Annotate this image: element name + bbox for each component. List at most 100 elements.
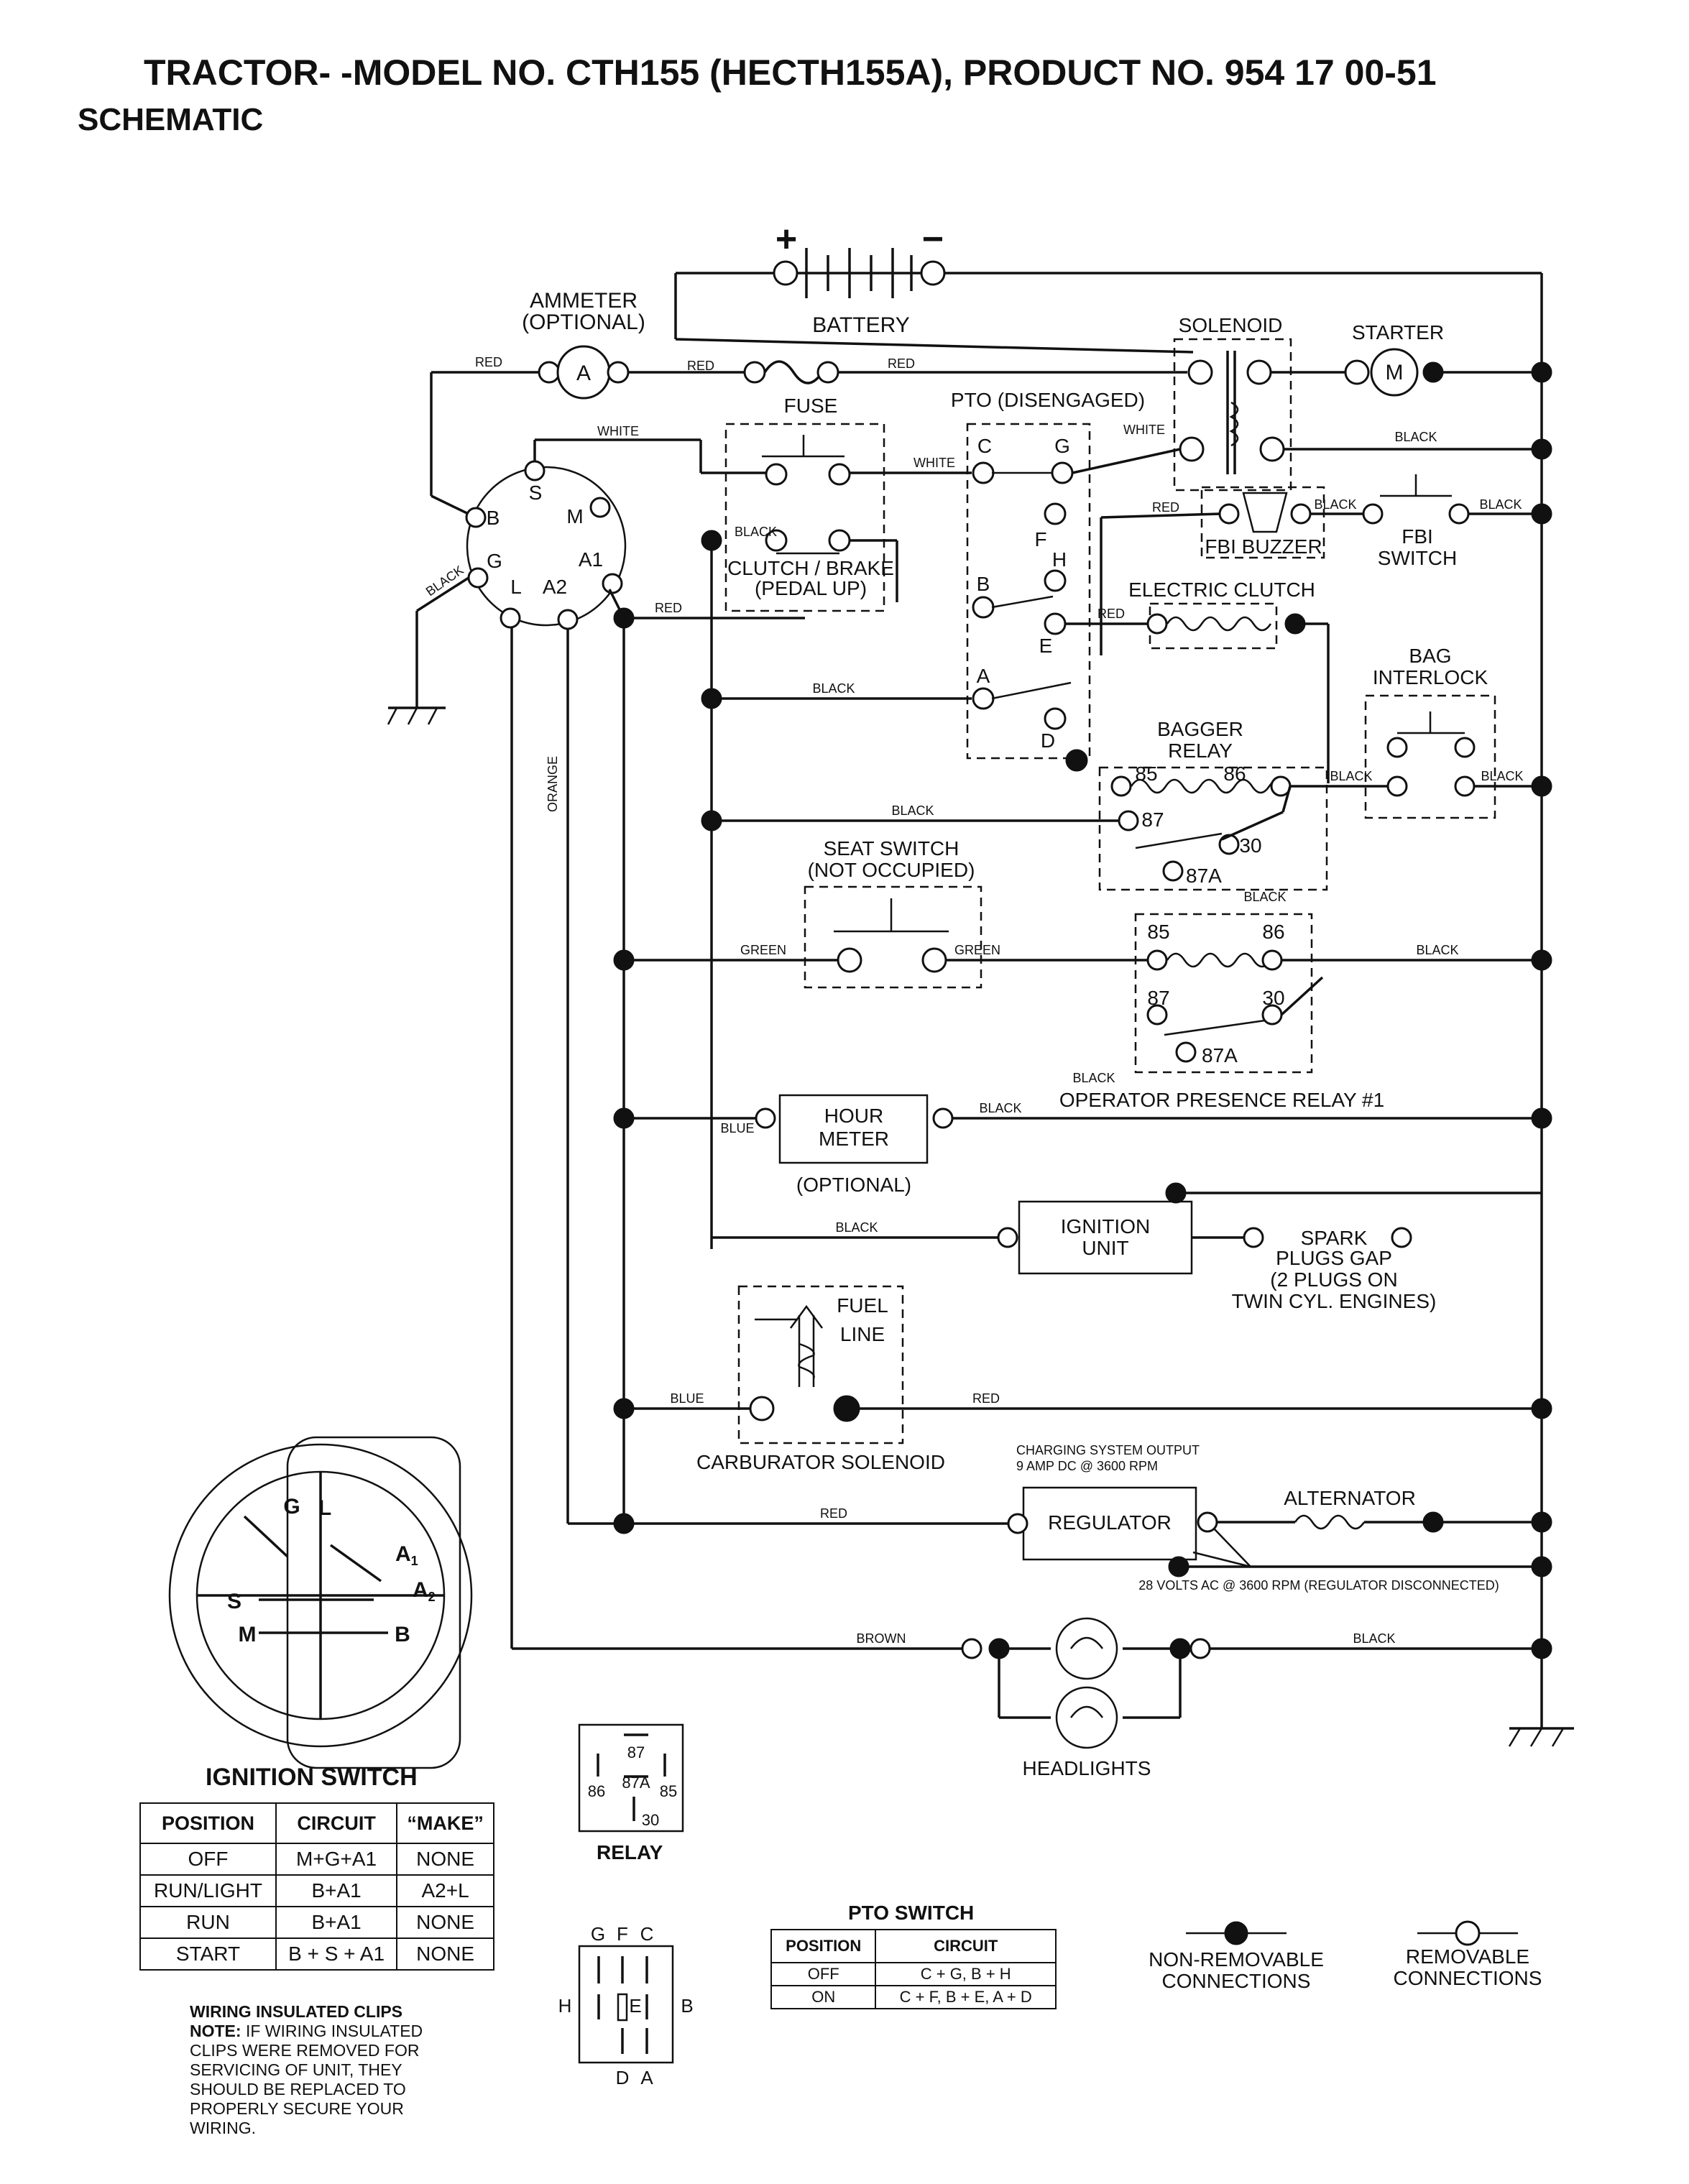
ignition-unit-label: IGNITION [1061,1215,1150,1238]
terminal-s: S [529,482,543,504]
legend-nonremovable-sub: CONNECTIONS [1162,1970,1311,1992]
table-cell: NONE [396,1906,494,1939]
table-cell: NONE [396,1843,494,1876]
carb-solenoid-label: CARBURATOR SOLENOID [696,1451,945,1473]
spark-label-1: SPARK [1301,1227,1368,1249]
table-row: ON C + F, B + E, A + D [770,1985,1057,2009]
wire-label-red-bus: RED [655,601,682,615]
wire-label-red-fbi: RED [1152,500,1179,515]
wire-label-black-fbi2: BLACK [1479,497,1522,512]
legend-removable: REMOVABLE [1406,1945,1529,1968]
battery-plus-label: + [776,218,797,260]
table-row: RUN B+A1 NONE [139,1906,494,1939]
opr-relay-label: OPERATOR PRESENCE RELAY #1 [1059,1089,1384,1111]
wire-label-white-2: WHITE [913,456,955,470]
wire-label-black-bi2: BLACK [1481,769,1523,783]
bagger-relay-sub-label: RELAY [1168,739,1233,762]
wire-label-black-a: BLACK [812,681,855,696]
table-cell: OFF [139,1843,277,1876]
bag-interlock: BAG INTERLOCK [1364,645,1496,819]
fbi-switch-sub-label: SWITCH [1378,547,1457,569]
pto-terminal-a: A [977,665,990,687]
opr-relay-85: 85 [1147,921,1169,943]
clip-note-heading: WIRING INSULATED CLIPS [190,2002,403,2021]
fuse-label: FUSE [784,395,838,417]
bagger-relay: 85 86 87 30 87A BAGGER RELAY [1098,718,1328,891]
ignition-switch-table: POSITION CIRCUIT “MAKE” OFF M+G+A1 NONE … [139,1802,494,1971]
table-header: POSITION [770,1929,877,1963]
table-cell: RUN/LIGHT [139,1874,277,1907]
table-header: “MAKE” [396,1802,494,1844]
wire-label-white-1: WHITE [597,424,639,438]
clip-note-line: SHOULD BE REPLACED TO [190,2080,406,2098]
wire-label-orange: ORANGE [546,756,560,812]
starter: M STARTER [1271,321,1552,397]
pto-terminal-c: C [977,435,992,457]
legend-removable-sub: CONNECTIONS [1394,1967,1542,1989]
relay-title: RELAY [597,1841,663,1863]
ammeter-label: AMMETER [530,289,638,313]
face-g: G [283,1495,300,1519]
seat-switch-sub-label: (NOT OCCUPIED) [808,859,975,881]
clutch-brake-switch: CLUTCH / BRAKE (PEDAL UP) BLACK [724,423,894,612]
ignition-switch-face: G L A1 A2 S M B [168,1436,473,1769]
alternator: ALTERNATOR [1217,1487,1444,1533]
wire-label-black-bi: BLACK [1330,769,1372,783]
pto-terminal-e: E [1039,635,1053,657]
table-header: POSITION [139,1802,277,1844]
pto-pin-h: H [558,1995,572,2017]
wiring-clip-note: WIRING INSULATED CLIPS NOTE: IF WIRING I… [190,2002,492,2138]
terminal-m: M [566,505,583,527]
pto-pinout: G F C H E B D A [558,1923,694,2088]
charging-label-1: CHARGING SYSTEM OUTPUT [1016,1443,1200,1457]
face-s: S [227,1590,241,1613]
regulator-label: REGULATOR [1048,1511,1172,1534]
bag-interlock-label: BAG [1409,645,1451,667]
pto-terminal-f: F [1034,528,1046,550]
wire-label-black-opr2: BLACK [1072,1071,1115,1085]
pto-label: PTO (DISENGAGED) [951,389,1145,411]
pto-pin-d: D [616,2067,630,2088]
pto-pin-g: G [591,1923,605,1945]
fbi-switch-label: FBI [1402,525,1433,548]
hour-meter-label: HOUR [824,1105,883,1127]
bagger-relay-87: 87 [1141,808,1164,831]
regulator: REGULATOR [1007,1486,1218,1577]
table-header: CIRCUIT [275,1802,398,1844]
fbi-switch: FBI SWITCH [1362,474,1470,569]
relay-pin-85: 85 [660,1782,677,1800]
pto-pin-f: F [617,1923,628,1945]
fuel-line-sub-label: LINE [840,1323,885,1345]
relay-pinout: 87 87A 86 85 30 [578,1723,684,1833]
hour-meter: HOUR METER (OPTIONAL) [755,1094,954,1196]
battery-label: BATTERY [812,313,910,337]
bagger-relay-30: 30 [1239,834,1261,857]
charging-label-2: 9 AMP DC @ 3600 RPM [1016,1459,1158,1473]
spark-label-4: TWIN CYL. ENGINES) [1232,1290,1437,1312]
opr-relay-86: 86 [1262,921,1284,943]
table-cell: C + G, B + H [875,1962,1057,1986]
opr-relay-87: 87 [1147,987,1169,1009]
opr-relay-30: 30 [1262,987,1284,1009]
clip-note-line: SERVICING OF UNIT, THEY [190,2060,402,2079]
face-l: L [318,1496,331,1520]
fuel-line-label: FUEL [837,1294,888,1317]
pto-switch-schematic: C G F H B E A D PTO (DISENGAGED) [951,389,1145,772]
table-row: OFF M+G+A1 NONE [139,1843,494,1876]
starter-label: STARTER [1352,321,1444,344]
legend: NON-REMOVABLE CONNECTIONS REMOVABLE CONN… [1149,1920,1542,1992]
clip-note-line: CLIPS WERE REMOVED FOR [190,2041,420,2060]
pto-pin-b: B [681,1995,693,2017]
opr-relay-87a: 87A [1202,1044,1238,1066]
face-a2: A2 [413,1578,436,1604]
face-b: B [395,1623,410,1646]
wire-label-black-fbi: BLACK [1314,497,1356,512]
table-row: RUN/LIGHT B+A1 A2+L [139,1874,494,1907]
legend-nonremovable: NON-REMOVABLE [1149,1948,1324,1971]
hour-meter-optional: (OPTIONAL) [796,1174,911,1196]
table-cell: NONE [396,1938,494,1971]
clip-note-text: IF WIRING INSULATED [241,2022,423,2040]
headlights: HEADLIGHTS BROWN BLACK [512,1617,1552,1779]
wire-label-black-r: BLACK [891,803,934,818]
wire-label-black-hl: BLACK [1353,1631,1395,1646]
